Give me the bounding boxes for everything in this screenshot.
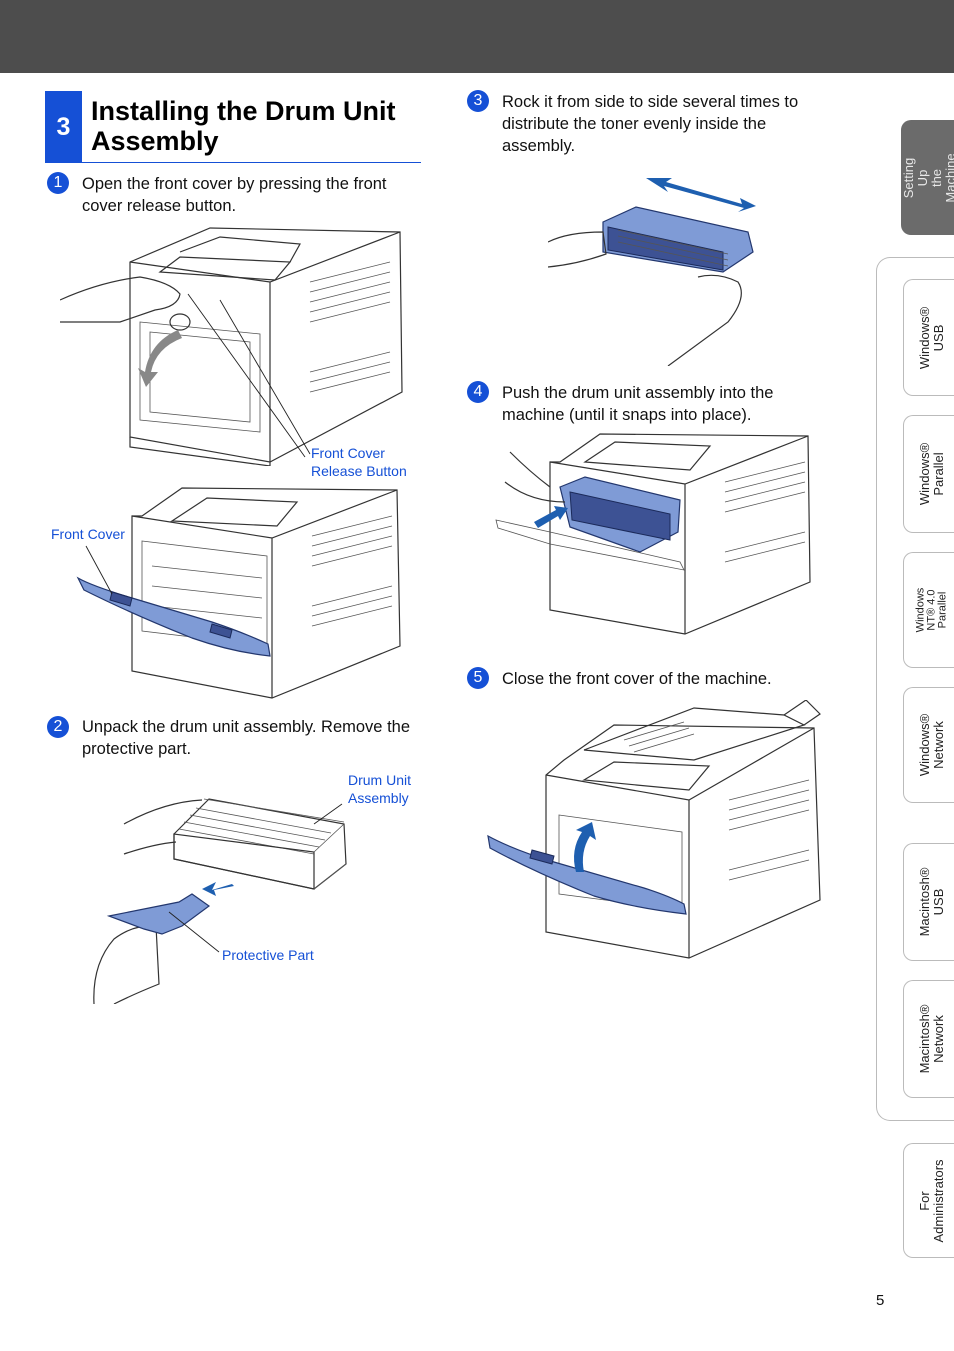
figure-unpack-drum [93, 798, 347, 1004]
drum-unit-illustration [173, 798, 347, 890]
blue-arrow-push-icon [534, 506, 568, 528]
page-header-bar [0, 0, 954, 73]
tab-setting-up-the-machine[interactable]: Setting Up the Machine [901, 120, 954, 235]
tab-macintosh-usb[interactable]: Macintosh® USB [903, 843, 954, 961]
gray-arrow-down-icon [138, 330, 182, 387]
figure-insert-drum [495, 433, 811, 635]
step-5-number: 5 [467, 667, 489, 689]
front-cover-part [76, 576, 271, 657]
tab-for-administrators[interactable]: For Administrators [903, 1143, 954, 1258]
section-divider [82, 162, 421, 163]
step-3-number: 3 [467, 90, 489, 112]
tab-label: Macintosh® USB [916, 867, 946, 937]
section-title: Installing the Drum Unit Assembly [91, 96, 396, 156]
tab-windows-nt-parallel[interactable]: Windows NT® 4.0 Parallel [903, 552, 954, 668]
callout-front-cover: Front Cover [51, 526, 125, 542]
printer-illustration [549, 433, 811, 635]
hand-illustration [60, 276, 191, 331]
tab-windows-parallel[interactable]: Windows® Parallel [903, 415, 954, 533]
section-number: 3 [45, 91, 82, 163]
figure-close-cover [487, 700, 821, 959]
front-cover-part [487, 834, 687, 915]
hands-illustration [548, 231, 742, 366]
hands-illustration [93, 799, 203, 1004]
tab-windows-usb[interactable]: Windows® USB [903, 279, 954, 396]
tab-label: Windows NT® 4.0 Parallel [914, 587, 948, 633]
printer-illustration [129, 227, 403, 466]
tab-label: Macintosh® Network [916, 1004, 946, 1074]
step-3-text: Rock it from side to side several times … [502, 93, 799, 155]
callout-protective-part: Protective Part [222, 947, 314, 963]
tab-label: Windows® Parallel [916, 442, 946, 506]
blue-arrow-up-icon [574, 822, 596, 872]
tab-label: Setting Up the Machine [900, 152, 954, 203]
page-number: 5 [876, 1292, 885, 1309]
tab-label: For Administrators [916, 1158, 946, 1243]
tab-label: Windows® USB [916, 306, 946, 369]
tab-windows-network[interactable]: Windows® Network [903, 687, 954, 803]
printer-open-illustration [131, 487, 401, 699]
protective-part [106, 893, 211, 935]
figure-rock-drum [548, 178, 756, 366]
callout-front-cover-release-button: Front Cover Release Button [311, 445, 407, 479]
figure-front-cover-open [76, 487, 401, 699]
step-4-number: 4 [467, 381, 489, 403]
windows-macintosh-tab-group [876, 257, 954, 1121]
step-1-text: Open the front cover by pressing the fro… [82, 175, 387, 215]
step-1-number: 1 [47, 172, 69, 194]
step-5-text: Close the front cover of the machine. [502, 670, 772, 688]
step-2-number: 2 [47, 716, 69, 738]
figure-open-cover-release [60, 227, 403, 466]
step-4-text: Push the drum unit assembly into the mac… [502, 384, 774, 424]
tab-label: Windows® Network [916, 713, 946, 777]
callout-drum-unit-assembly: Drum Unit Assembly [348, 772, 412, 806]
tab-macintosh-network[interactable]: Macintosh® Network [903, 980, 954, 1098]
blue-arrow-left-icon [202, 882, 234, 896]
blue-double-arrow-icon [646, 178, 756, 212]
step-2-text: Unpack the drum unit assembly. Remove th… [82, 718, 411, 758]
